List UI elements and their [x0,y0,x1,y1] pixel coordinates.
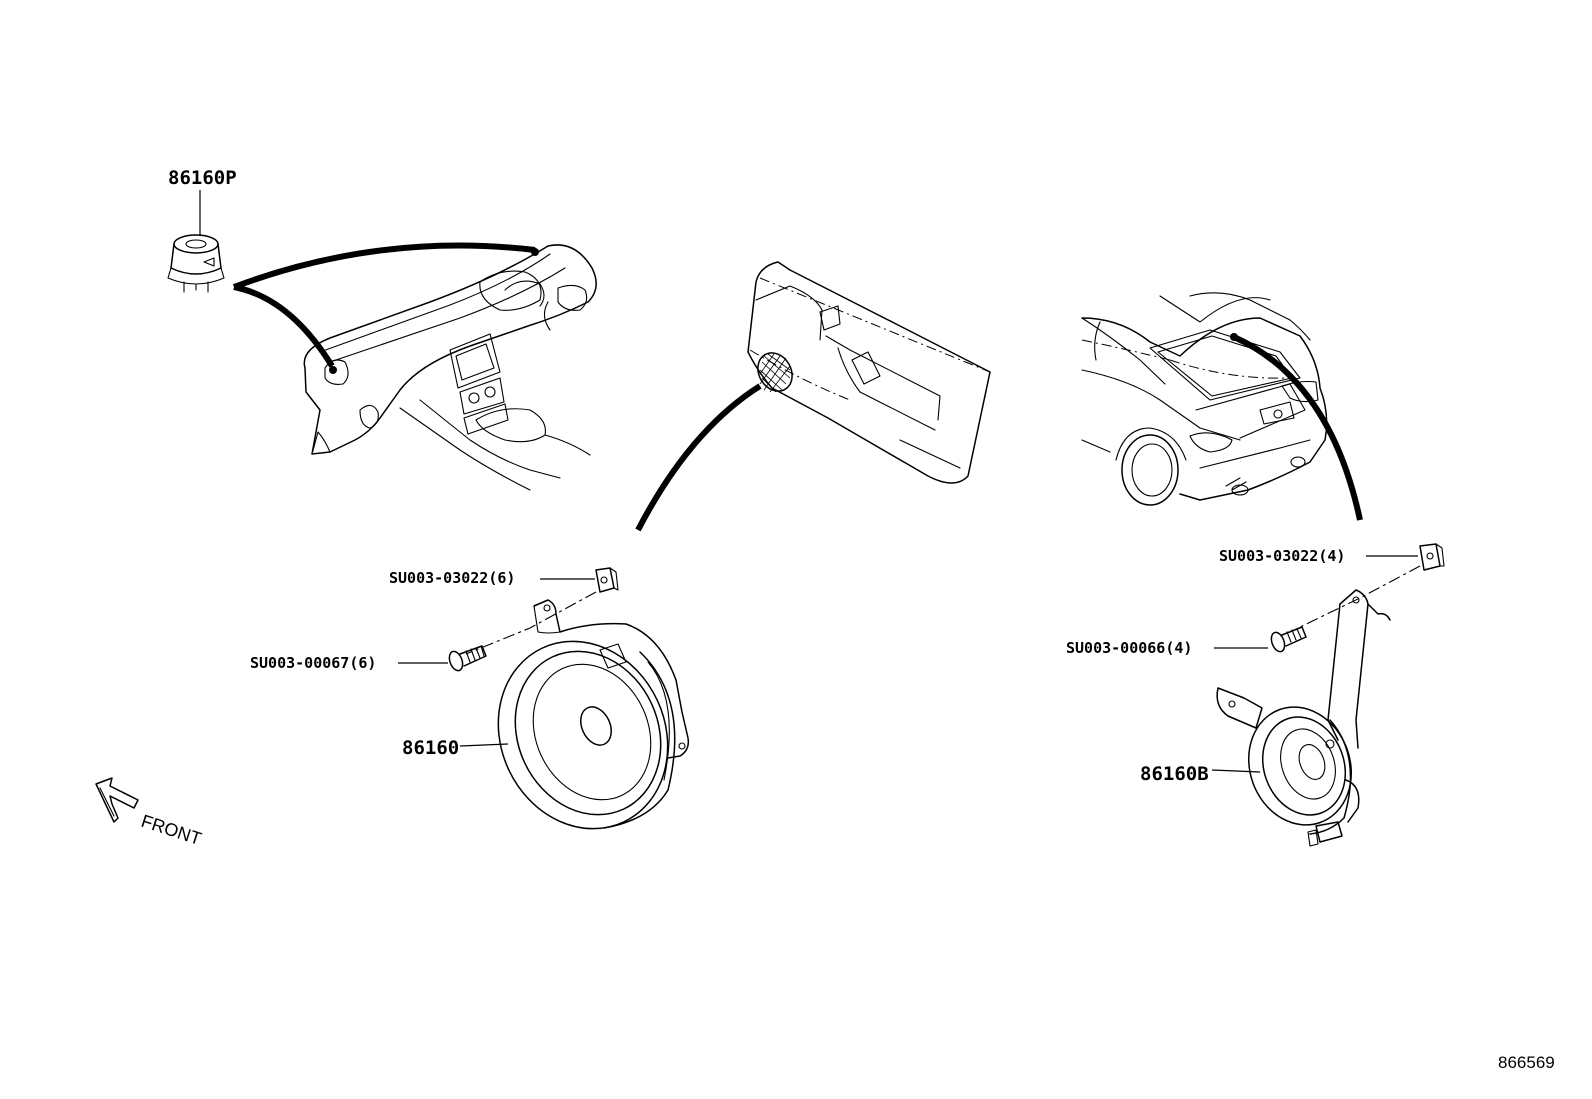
label-door-nut: SU003-03022(6) [389,569,515,587]
tweeter-icon [167,234,225,293]
label-rear-screw: SU003-00066(4) [1066,639,1192,657]
car-rear-illustration [1081,292,1328,506]
label-rear-nut: SU003-03022(4) [1219,547,1345,565]
door-panel-illustration [747,261,991,484]
rear-nut-icon [1419,543,1445,571]
tweeter-part[interactable]: 86160P [167,167,237,293]
door-speaker-icon [497,599,690,830]
rear-speaker-part[interactable]: SU003-03022(4) SU003-00066(4) 86160B [1066,543,1445,847]
door-callout [635,383,762,532]
diagram-reference-number: 866569 [1498,1053,1555,1072]
label-rear-speaker: 86160B [1140,763,1209,785]
front-direction-indicator: FRONT [95,777,204,849]
rear-callout [1232,334,1363,521]
door-nut-icon [595,567,619,593]
front-arrow-icon [95,777,139,823]
door-speaker-part[interactable]: SU003-03022(6) SU003-00067(6) 86160 [250,567,698,857]
label-door-speaker: 86160 [402,737,459,759]
label-door-screw: SU003-00067(6) [250,654,376,672]
rear-screw-icon [1270,626,1307,653]
dashboard-illustration [303,244,597,491]
door-screw-icon [448,645,487,672]
rear-fastener-line [1297,565,1421,629]
door-fastener-line [465,591,597,655]
leader-rear-speaker [1211,769,1261,773]
front-label: FRONT [139,811,204,849]
rear-speaker-icon [1216,589,1391,847]
door-speaker-grille-icon [759,353,791,393]
label-tweeter: 86160P [168,167,237,189]
